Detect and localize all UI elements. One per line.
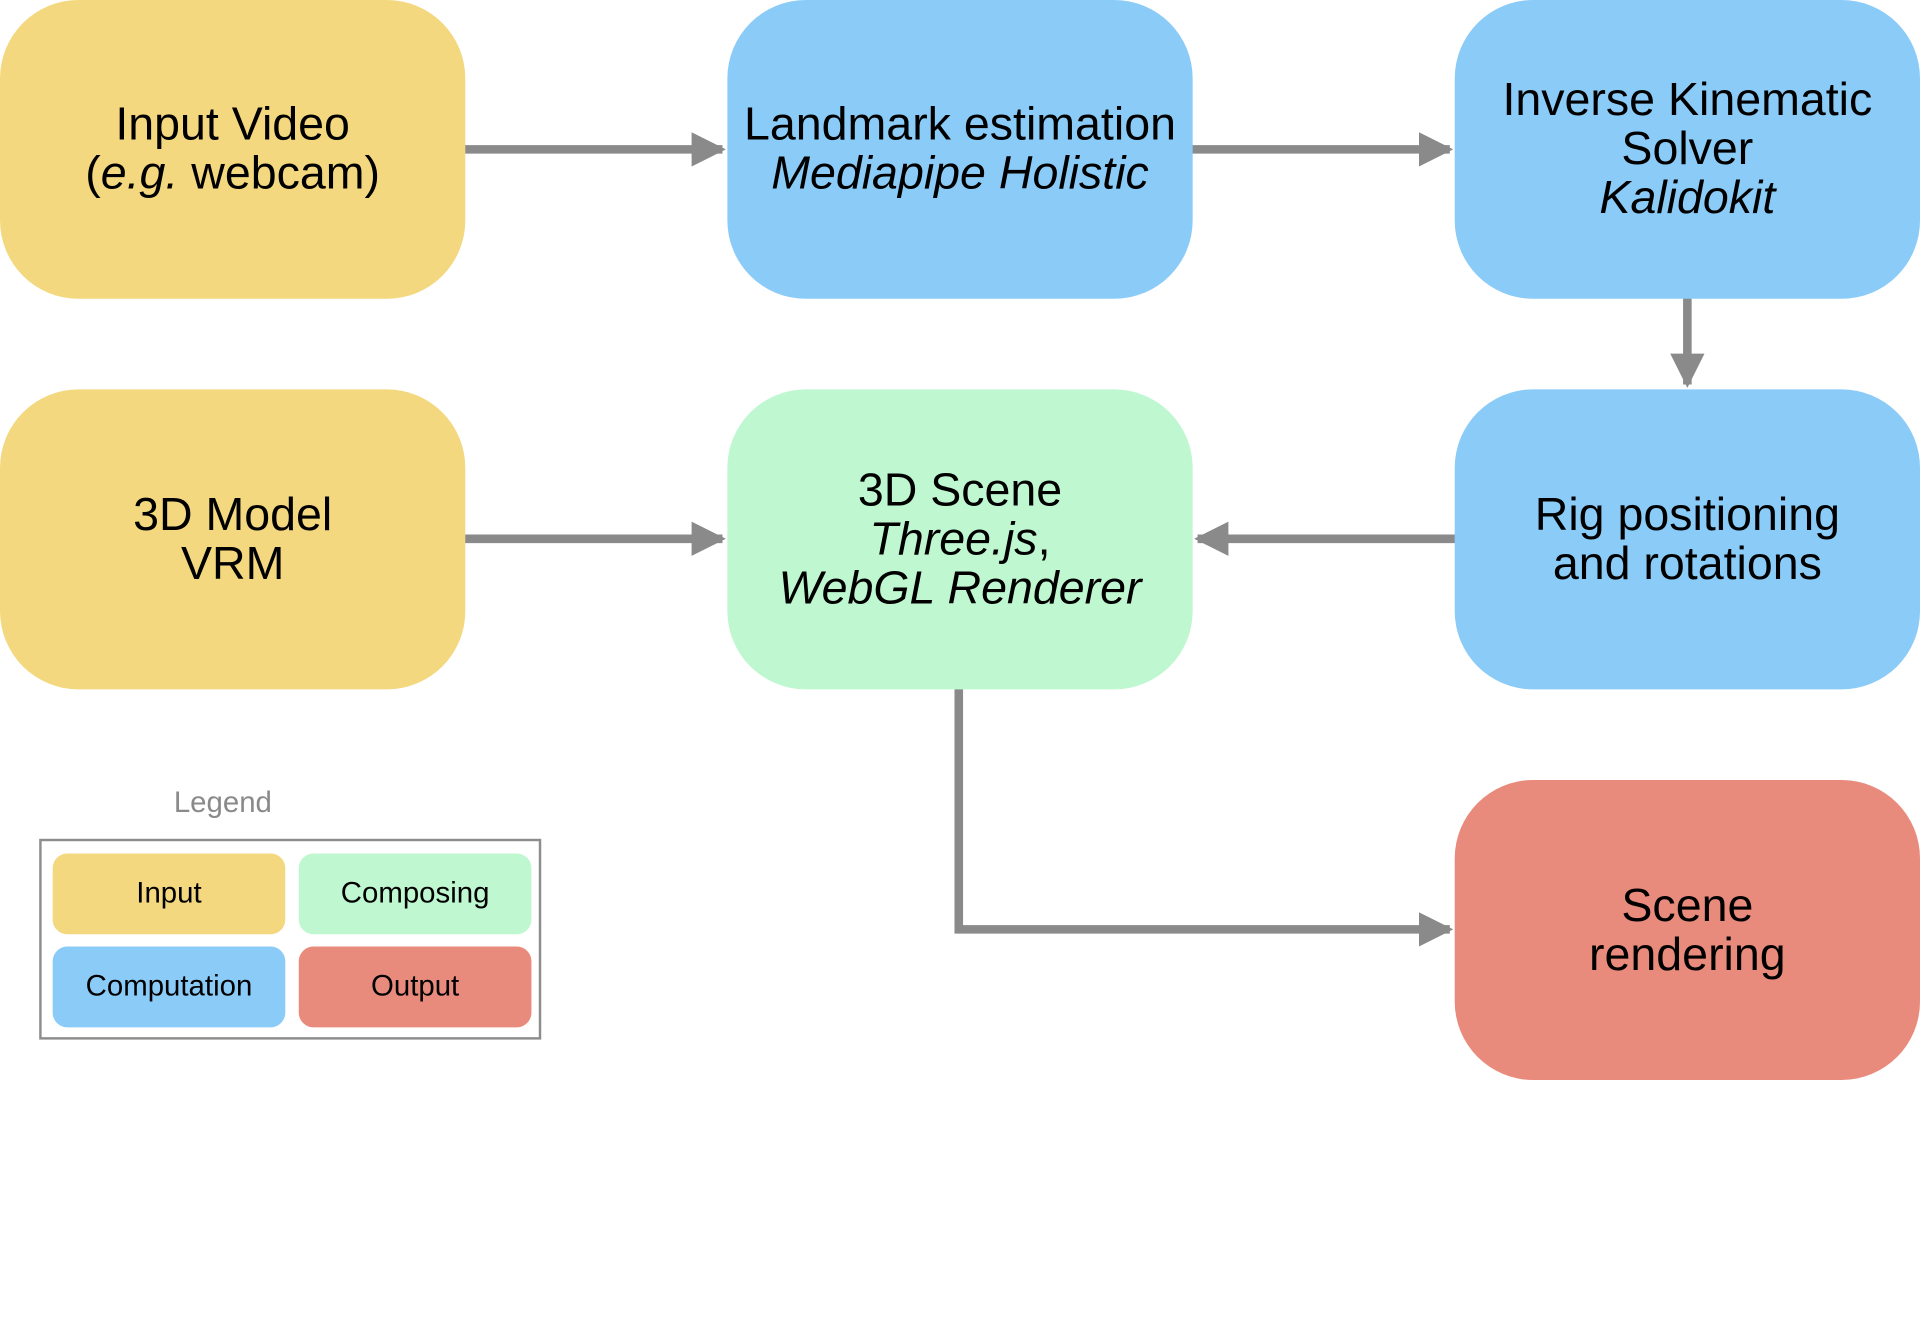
ik-title-line1: Inverse Kinematic (1502, 74, 1873, 127)
legend-item-computation: Computation (52, 946, 286, 1028)
model-title: 3D Model (133, 489, 333, 541)
legend: Input Composing Computation Output (39, 838, 542, 1040)
landmark-library: Mediapipe Holistic (771, 148, 1149, 200)
node-input-video: Input Video (e.g. webcam) (0, 0, 466, 299)
rig-title-line1: Rig positioning (1534, 489, 1840, 541)
legend-item-input: Input (52, 853, 286, 935)
arrow-scene-to-render (954, 688, 1454, 947)
node-landmark-estimation: Landmark estimation Mediapipe Holistic (727, 0, 1193, 299)
legend-title: Legend (173, 786, 272, 820)
landmark-title: Landmark estimation (744, 99, 1176, 151)
render-title-line2: rendering (1589, 928, 1786, 981)
render-title-line1: Scene (1621, 879, 1754, 932)
ik-library: Kalidokit (1599, 172, 1776, 225)
scene-title: 3D Scene (857, 464, 1063, 517)
scene-library: Three.js, (869, 513, 1051, 566)
model-format: VRM (180, 538, 285, 590)
input-video-title: Input Video (115, 99, 350, 151)
legend-item-composing: Composing (298, 853, 532, 935)
rig-title-line2: and rotations (1552, 538, 1822, 590)
arrows-layer (462, 132, 1705, 947)
node-rig-positioning: Rig positioning and rotations (1454, 389, 1920, 690)
input-video-subtitle: (e.g. webcam) (85, 148, 381, 200)
node-3d-scene: 3D Scene Three.js, WebGL Renderer (727, 389, 1193, 690)
node-scene-rendering: Scene rendering (1454, 780, 1920, 1081)
scene-renderer: WebGL Renderer (778, 562, 1142, 615)
node-ik-solver: Inverse Kinematic Solver Kalidokit (1454, 0, 1920, 299)
ik-title-line2: Solver (1621, 123, 1754, 176)
legend-item-output: Output (298, 946, 532, 1028)
node-3d-model: 3D Model VRM (0, 389, 466, 690)
